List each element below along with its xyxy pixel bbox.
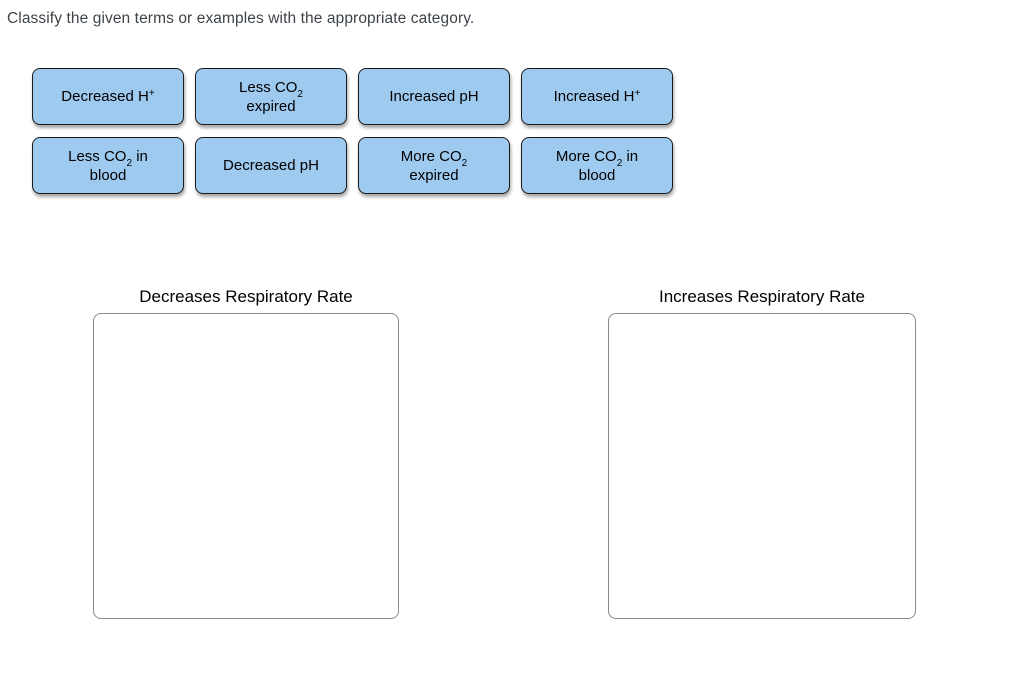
drop-box-decreases-respiratory-rate[interactable] <box>93 313 399 619</box>
chip-text: in <box>132 147 148 165</box>
chip-text: blood <box>578 166 616 184</box>
chip-label: More CO2 in <box>555 147 639 169</box>
chip-decreased-ph[interactable]: Decreased pH <box>195 137 347 194</box>
chip-more-co2-expired[interactable]: More CO2 expired <box>358 137 510 194</box>
drop-box-increases-respiratory-rate[interactable] <box>608 313 916 619</box>
chip-label: expired <box>246 97 295 116</box>
chip-increased-h-plus[interactable]: Increased H+ <box>521 68 673 125</box>
chip-label: More CO2 <box>400 147 468 169</box>
chip-text: Less CO <box>68 147 127 165</box>
chip-label: expired <box>409 166 458 185</box>
chip-text: Increased H <box>553 88 635 105</box>
chip-increased-ph[interactable]: Increased pH <box>358 68 510 125</box>
category-decreases-respiratory-rate: Decreases Respiratory Rate <box>93 287 399 619</box>
chip-label: Decreased H+ <box>61 87 154 106</box>
chip-text: Increased pH <box>389 88 479 105</box>
co2-subscript: 2 <box>461 157 468 169</box>
chip-more-co2-in-blood[interactable]: More CO2 in blood <box>521 137 673 194</box>
h-plus-superscript: + <box>634 88 641 99</box>
chip-label: Less CO2 <box>239 78 303 100</box>
category-increases-respiratory-rate: Increases Respiratory Rate <box>608 287 916 619</box>
chip-text: More CO <box>400 147 462 165</box>
page-title: Classify the given terms or examples wit… <box>7 10 475 27</box>
chip-label: blood <box>90 166 127 185</box>
chip-label: Less CO2 in <box>68 147 148 169</box>
chip-label: Decreased pH <box>223 156 319 175</box>
chip-text: More CO <box>555 147 617 165</box>
chip-bank: Decreased H+ Less CO2 expired Increased … <box>32 68 673 194</box>
chip-label: Increased pH <box>389 87 478 106</box>
chip-label: blood <box>579 166 616 185</box>
chip-text: Decreased H <box>61 88 149 105</box>
co2-subscript: 2 <box>297 88 303 100</box>
chip-label: Increased H+ <box>554 87 641 106</box>
category-label: Decreases Respiratory Rate <box>139 287 353 306</box>
h-plus-superscript: + <box>148 88 155 99</box>
chip-text: expired <box>246 97 296 115</box>
chip-text: Decreased pH <box>223 157 319 174</box>
chip-text: blood <box>89 166 127 184</box>
chip-less-co2-in-blood[interactable]: Less CO2 in blood <box>32 137 184 194</box>
chip-decreased-h-plus[interactable]: Decreased H+ <box>32 68 184 125</box>
chip-less-co2-expired[interactable]: Less CO2 expired <box>195 68 347 125</box>
chip-text: Less CO <box>239 78 298 96</box>
chip-text: expired <box>409 166 459 184</box>
chip-text: in <box>622 147 639 165</box>
category-label: Increases Respiratory Rate <box>659 287 865 306</box>
co2-subscript: 2 <box>126 157 133 169</box>
co2-subscript: 2 <box>616 157 623 169</box>
